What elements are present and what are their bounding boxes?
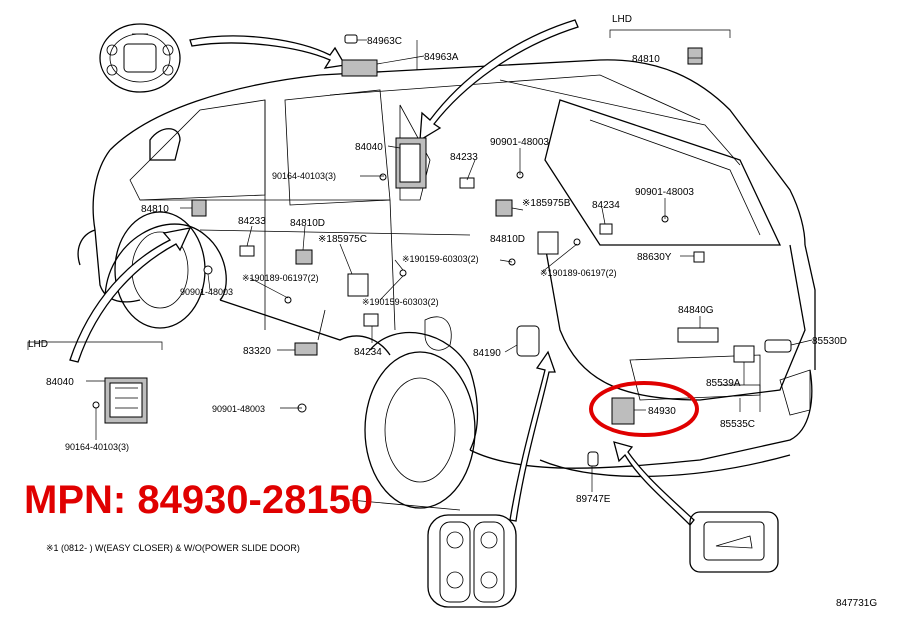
label-190189-b: ※190189-06197(2) (540, 268, 617, 278)
label-185975C: ※185975C (318, 234, 367, 245)
highlight-ring (589, 381, 699, 437)
label-lhd-left: LHD (28, 339, 48, 350)
label-84040-lhd: 84040 (46, 377, 74, 388)
label-90901-48003-c: 90901-48003 (180, 287, 233, 297)
label-90901-48003-a: 90901-48003 (490, 137, 549, 148)
label-190159-b: ※190159-60303(2) (362, 297, 439, 307)
inset-liftgate-button (689, 511, 779, 573)
label-84810-top: 84810 (632, 54, 660, 65)
inset-lhd-switch (27, 341, 163, 440)
lhd-top-bracket (609, 29, 731, 38)
label-90901-48003-b: 90901-48003 (635, 187, 694, 198)
vehicle-outline (77, 59, 816, 511)
inset-overhead-switch (99, 23, 181, 93)
label-88630Y: 88630Y (637, 252, 672, 263)
parts-icons (191, 34, 792, 467)
label-190159-a: ※190159-60303(2) (402, 254, 479, 264)
label-84840G: 84840G (678, 305, 714, 316)
label-84963A: 84963A (424, 52, 459, 63)
label-84234-b: 84234 (354, 347, 382, 358)
label-85535C: 85535C (720, 419, 755, 430)
footnote: ※1 (0812- ) W(EASY CLOSER) & W/O(POWER S… (46, 543, 300, 553)
label-83320: 83320 (243, 346, 271, 357)
label-89747E: 89747E (576, 494, 611, 505)
label-lhd-top: LHD (612, 14, 632, 25)
label-85530D: 85530D (812, 336, 847, 347)
label-85539A: 85539A (706, 378, 741, 389)
label-84190: 84190 (473, 348, 501, 359)
label-84234-a: 84234 (592, 200, 620, 211)
label-84810D-a: 84810D (290, 218, 325, 229)
label-90901-48003-d: 90901-48003 (212, 404, 265, 414)
label-84810-left: 84810 (141, 204, 169, 215)
inset-slide-door-switch (427, 514, 517, 608)
mpn-text: MPN: 84930-28150 (24, 478, 373, 522)
label-84963C: 84963C (367, 36, 402, 47)
leader-lines (180, 39, 813, 492)
callout-arrows (69, 19, 695, 526)
label-190189-a: ※190189-06197(2) (242, 273, 319, 283)
label-84810D-b: 84810D (490, 234, 525, 245)
label-84233-b: 84233 (238, 216, 266, 227)
label-90164-40103-a: 90164-40103(3) (272, 171, 336, 181)
figure-code: 847731G (836, 598, 877, 609)
label-90164-40103-b: 90164-40103(3) (65, 442, 129, 452)
label-84930: 84930 (648, 406, 676, 417)
label-84233-a: 84233 (450, 152, 478, 163)
label-185975B: ※185975B (522, 198, 571, 209)
label-84040: 84040 (355, 142, 383, 153)
